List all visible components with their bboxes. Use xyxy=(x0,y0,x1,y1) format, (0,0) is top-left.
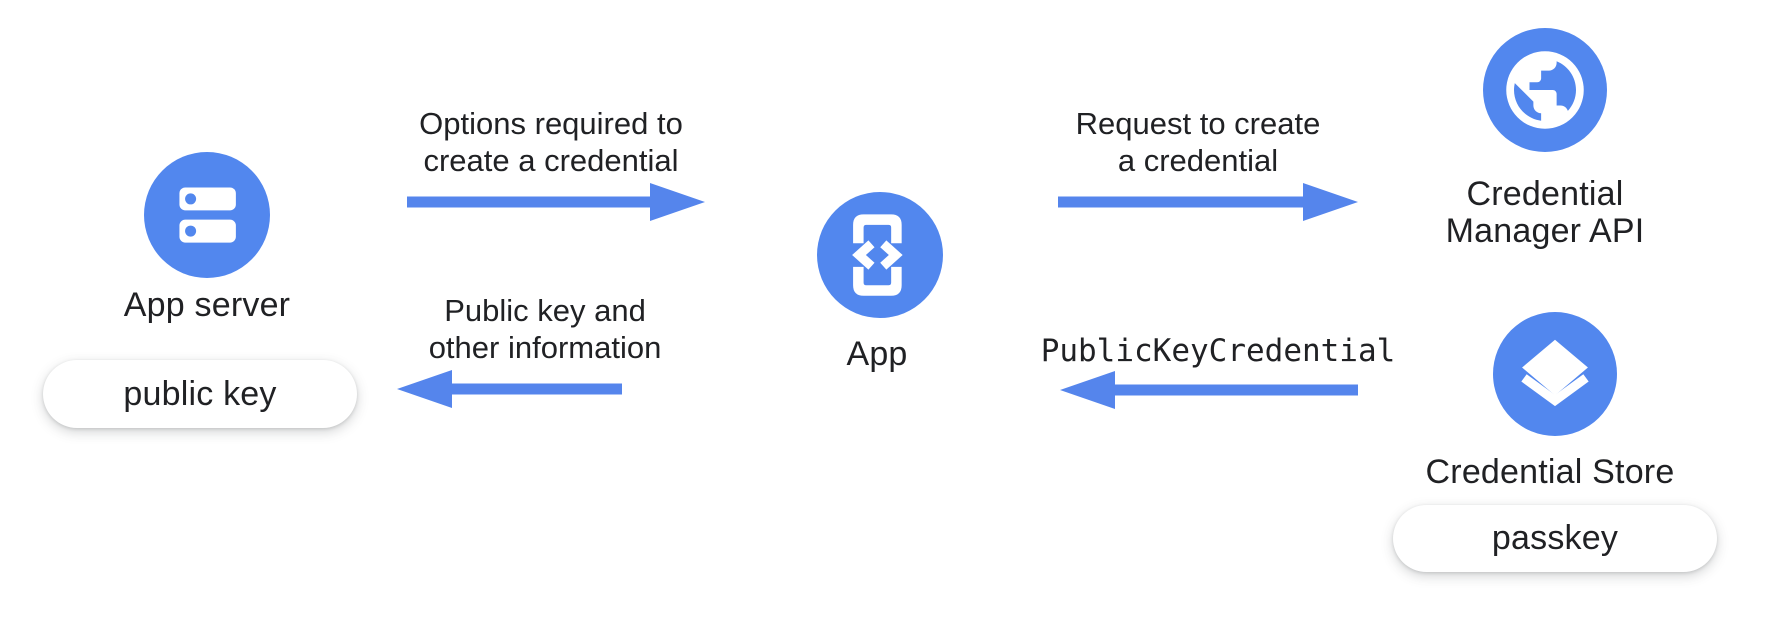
server-icon xyxy=(144,152,270,278)
flow-label-public-key: Public key and other information xyxy=(395,292,695,366)
label-line: Options required to xyxy=(419,106,683,141)
globe-icon xyxy=(1483,28,1607,152)
label-line: Public key and xyxy=(444,293,646,328)
phone-code-icon xyxy=(817,192,943,318)
arrow-request-right-icon xyxy=(1058,183,1358,221)
app-label: App xyxy=(846,335,908,373)
label-line: create a credential xyxy=(423,143,679,178)
label-line: other information xyxy=(428,330,662,365)
passkey-pill: passkey xyxy=(1393,505,1717,572)
label-line: Credential xyxy=(1466,175,1624,213)
flow-label-publickeycredential: PublicKeyCredential xyxy=(1028,333,1408,369)
credential-store-label: Credential Store xyxy=(1425,453,1675,491)
arrow-publickeycredential-left-icon xyxy=(1060,371,1358,409)
flow-label-options: Options required to create a credential xyxy=(401,105,701,179)
arrow-public-key-left-icon xyxy=(397,370,622,408)
public-key-pill: public key xyxy=(43,360,357,428)
public-key-pill-label: public key xyxy=(123,374,277,413)
label-line: a credential xyxy=(1117,143,1279,178)
label-line: PublicKeyCredential xyxy=(1040,333,1396,369)
label-line: Request to create xyxy=(1075,106,1321,141)
layers-icon xyxy=(1493,312,1617,436)
arrow-options-right-icon xyxy=(407,183,705,221)
flow-label-request: Request to create a credential xyxy=(1048,105,1348,179)
label-line: Manager API xyxy=(1445,212,1645,250)
passkey-pill-label: passkey xyxy=(1491,519,1619,557)
app-server-label: App server xyxy=(123,286,291,324)
credential-manager-api-label: Credential Manager API xyxy=(1395,176,1695,250)
